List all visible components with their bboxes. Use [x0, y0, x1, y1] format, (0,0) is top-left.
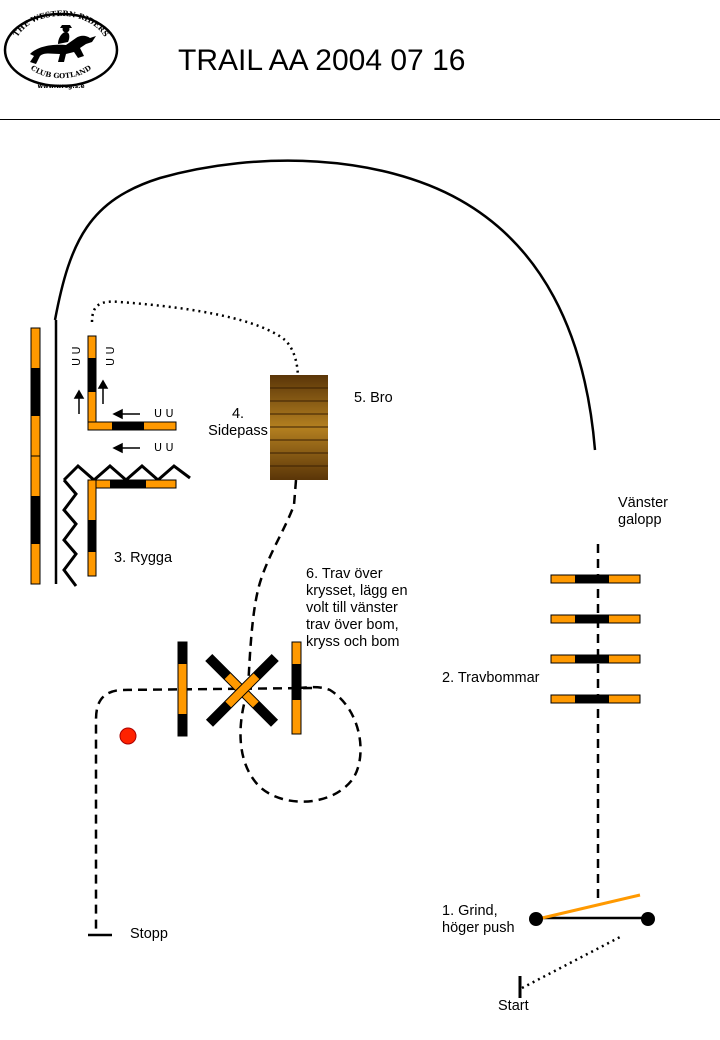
label-sidepass: 4. Sidepass	[206, 406, 270, 440]
route-dashed-bridge-cross	[246, 479, 298, 691]
route-dashed-to-stop	[94, 686, 313, 930]
label-trav-line1: 6. Trav över	[306, 566, 383, 582]
bridge	[270, 375, 328, 480]
label-vanster-line2: galopp	[618, 512, 662, 528]
label-trav: 6. Trav över krysset, lägg en volt till …	[306, 566, 408, 651]
svg-text:U U: U U	[154, 407, 174, 420]
svg-text:U U: U U	[104, 346, 117, 366]
label-vanster-line1: Vänster	[618, 495, 668, 511]
logo-url: www.wrcg.s.e	[37, 83, 84, 90]
svg-text:U U: U U	[70, 346, 83, 366]
rygga-poles	[87, 479, 177, 577]
pole	[550, 614, 641, 624]
club-logo: THE WESTERN RIDERS CLUB GOTLAND www.wrcg…	[3, 9, 119, 90]
label-travbommar: 2. Travbommar	[442, 670, 540, 686]
route-dotted-start	[521, 934, 623, 990]
label-trav-line2: krysset, lägg en	[306, 583, 408, 599]
label-grind-line2: höger push	[442, 920, 515, 936]
gate	[529, 893, 655, 926]
route-dotted-bridge	[90, 300, 300, 381]
label-grind-line1: 1. Grind,	[442, 903, 498, 919]
label-trav-line3: volt till vänster	[306, 600, 398, 616]
pole	[550, 694, 641, 704]
label-grind: 1. Grind, höger push	[442, 903, 515, 937]
header-divider	[0, 119, 720, 120]
label-sidepass-line1: 4.	[231, 406, 245, 422]
label-trav-line4: trav över bom,	[306, 617, 399, 633]
pole	[550, 574, 641, 584]
route-solid-arc	[53, 159, 597, 451]
horse-rider-icon	[30, 25, 96, 64]
arrow-icon	[73, 379, 140, 454]
route-volt-loop	[239, 685, 362, 803]
back-up-fence	[30, 320, 58, 585]
svg-text:U U: U U	[154, 441, 174, 454]
cross-obstacle	[177, 641, 302, 737]
sidepass-poles	[87, 335, 177, 431]
label-rygga: 3. Rygga	[114, 550, 173, 566]
page-title: TRAIL AA 2004 07 16	[178, 44, 466, 77]
label-trav-line5: kryss och bom	[306, 634, 400, 650]
label-vanster-galopp: Vänster galopp	[618, 495, 668, 529]
pole	[550, 654, 641, 664]
hoof-print-icon: U U U U U U U U	[70, 346, 174, 454]
label-sidepass-line2: Sidepass	[208, 423, 268, 439]
label-bro: 5. Bro	[354, 390, 393, 406]
label-stopp: Stopp	[130, 926, 168, 942]
label-start: Start	[498, 998, 529, 1014]
red-marker	[119, 727, 137, 745]
trot-poles	[550, 574, 641, 704]
